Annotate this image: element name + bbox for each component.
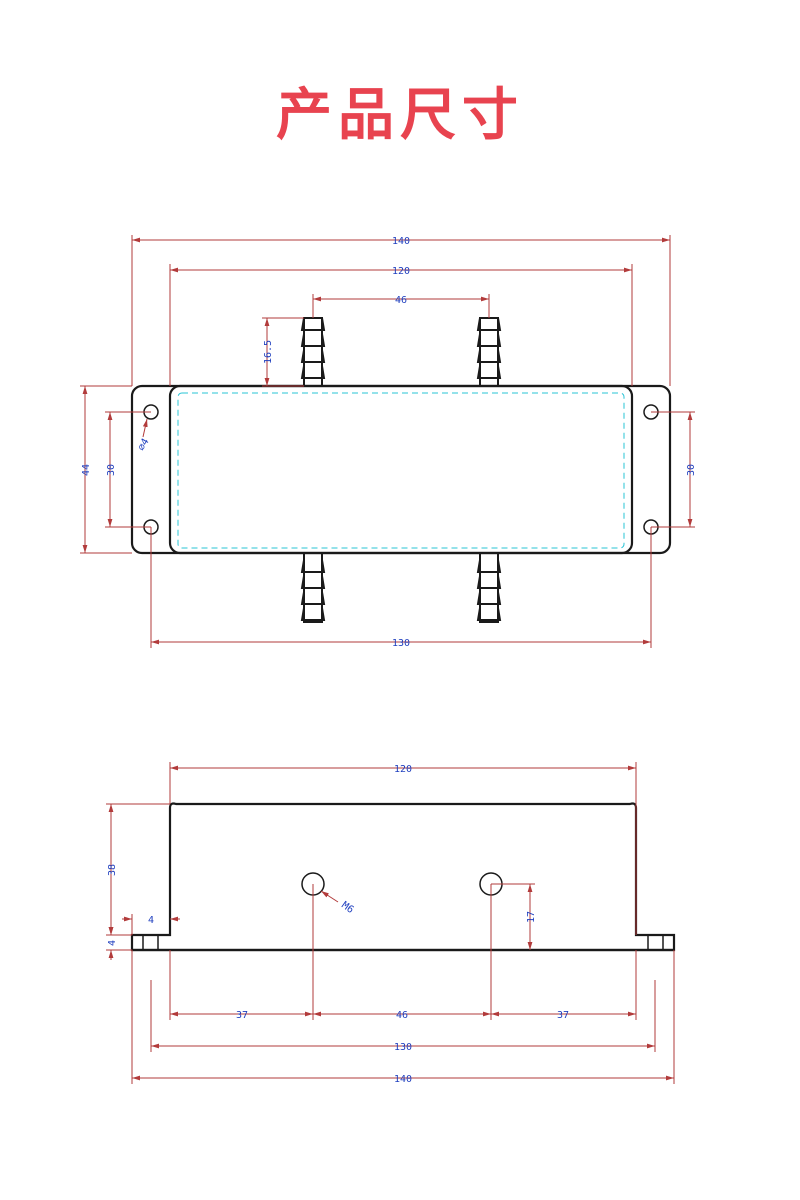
dim-front-height: 38	[107, 864, 118, 876]
dim-hole-spacing-right: 30	[686, 464, 697, 476]
dim-front-overall-width: 140	[394, 1074, 412, 1085]
dim-hole-diameter: ⌀4	[136, 437, 152, 453]
dim-thread-label: M6	[339, 900, 355, 916]
top-view: 140 120 46 16.5 44 30 30 ⌀4	[80, 235, 697, 649]
hose-barb-top-left	[300, 317, 326, 386]
front-body-outline	[130, 802, 676, 952]
dim-port-spacing: 46	[396, 1010, 408, 1021]
dim-top-overall-height: 44	[81, 464, 92, 476]
inner-cavity-outline	[177, 392, 625, 549]
dim-top-overall-width: 140	[392, 236, 410, 247]
dim-nozzle-spacing: 46	[395, 295, 407, 306]
dim-top-body-width: 120	[392, 266, 410, 277]
top-body-outline	[168, 384, 634, 555]
dim-front-body-width: 120	[394, 764, 412, 775]
dim-port-height: 17	[526, 911, 537, 923]
hose-barb-top-right	[476, 317, 502, 386]
top-flange-outline	[130, 384, 672, 555]
dim-nozzle-length: 16.5	[263, 340, 274, 364]
dim-left-offset: 37	[236, 1010, 248, 1021]
page-title: 产品尺寸	[276, 83, 524, 148]
hose-barb-bottom-right	[476, 553, 502, 623]
hose-barb-bottom-left	[300, 553, 326, 623]
dim-step-width: 4	[148, 915, 154, 926]
dim-hole-spacing-left: 30	[106, 464, 117, 476]
front-view: M6 120 38 4 4 17 37 46	[106, 762, 676, 1085]
dim-flange-thickness: 4	[107, 940, 118, 946]
dim-right-offset: 37	[557, 1010, 569, 1021]
dim-front-hole-pitch: 130	[394, 1042, 412, 1053]
dim-top-hole-pitch: 130	[392, 638, 410, 649]
